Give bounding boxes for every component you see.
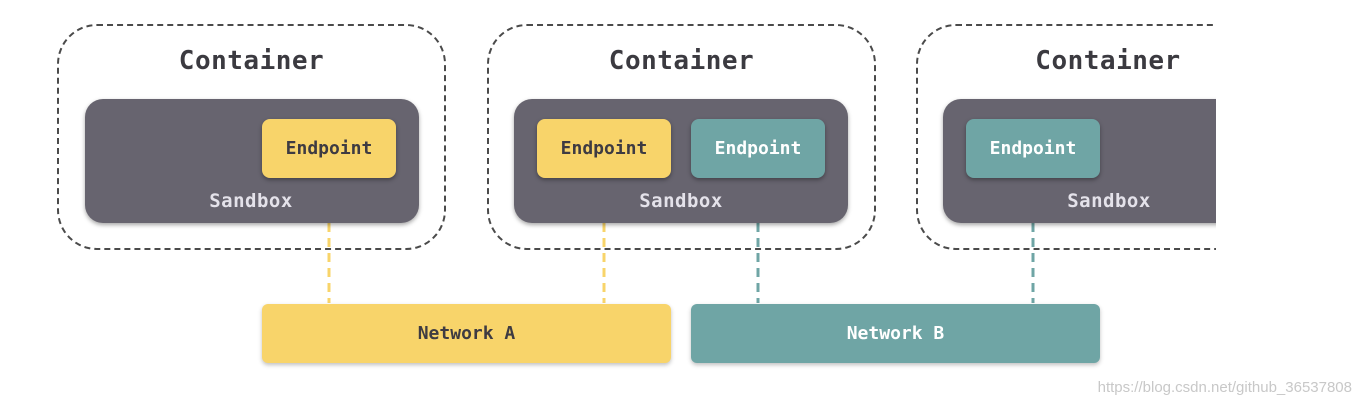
container-2-endpoint-b: Endpoint (691, 119, 825, 178)
container-1 (57, 24, 446, 250)
watermark: https://blog.csdn.net/github_36537808 (1097, 379, 1352, 396)
container-1-title: Container (178, 46, 325, 76)
container-1-endpoint-a: Endpoint (262, 119, 396, 178)
container-3-title: Container (1035, 46, 1181, 76)
container-3 (916, 24, 1216, 250)
container-2-title: Container (608, 46, 755, 76)
sandbox-1-label: Sandbox (209, 190, 293, 212)
diagram-clip: Container Sandbox Endpoint Container San… (57, 24, 1216, 250)
container-2-endpoint-a: Endpoint (537, 119, 671, 178)
network-b: Network B (691, 304, 1100, 363)
sandbox-2-label: Sandbox (639, 190, 723, 212)
container-2 (487, 24, 876, 250)
container-3-endpoint-b: Endpoint (966, 119, 1100, 178)
sandbox-3-label: Sandbox (1067, 190, 1151, 212)
network-a: Network A (262, 304, 671, 363)
